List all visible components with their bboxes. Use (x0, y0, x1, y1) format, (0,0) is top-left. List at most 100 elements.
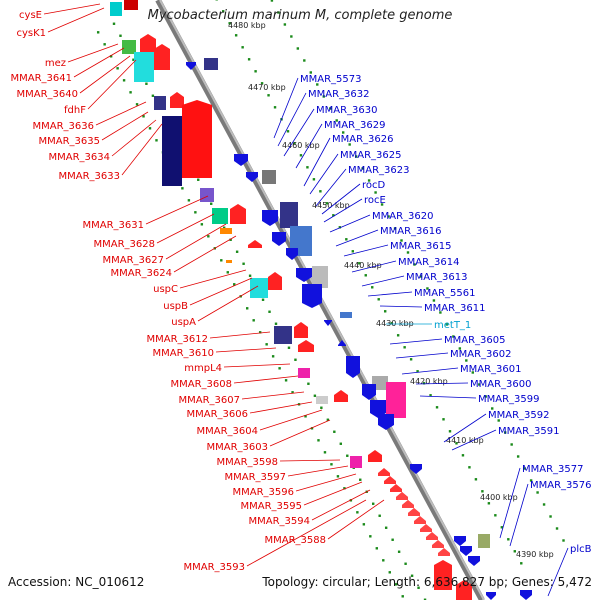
left-gene-label[interactable]: MMAR_3597 (225, 472, 287, 483)
track-tick (109, 55, 113, 58)
right-gene-label[interactable]: MMAR_3613 (406, 272, 468, 283)
gene-feature (154, 44, 170, 70)
left-label-leader (241, 391, 305, 400)
right-gene-label[interactable]: MMAR_3632 (308, 89, 370, 100)
right-gene-label[interactable]: MMAR_3629 (324, 120, 386, 131)
track-tick (323, 451, 327, 454)
left-gene-label[interactable]: MMAR_3607 (179, 395, 241, 406)
track-tick (248, 274, 252, 277)
gene-feature (248, 240, 262, 248)
gene-features (110, 0, 532, 600)
right-label-leader (415, 382, 469, 385)
left-gene-label[interactable]: MMAR_3628 (94, 239, 156, 250)
right-gene-label[interactable]: MMAR_3614 (398, 257, 460, 268)
left-gene-label[interactable]: MMAR_3598 (217, 457, 279, 468)
track-tick (455, 442, 458, 445)
track-tick (322, 95, 325, 98)
gene-feature (234, 154, 248, 166)
right-gene-label[interactable]: MMAR_3611 (424, 303, 486, 314)
right-gene-label[interactable]: MMAR_3591 (498, 426, 560, 437)
left-gene-label[interactable]: MMAR_3640 (17, 89, 79, 100)
track-tick (132, 58, 135, 61)
right-gene-label[interactable]: MMAR_3625 (340, 150, 402, 161)
left-gene-label[interactable]: MMAR_3588 (265, 535, 327, 546)
right-gene-label[interactable]: MMAR_3592 (488, 410, 550, 421)
track-tick (283, 23, 287, 26)
left-gene-label[interactable]: cysK1 (16, 28, 46, 39)
left-gene-label[interactable]: MMAR_3610 (153, 348, 215, 359)
left-gene-label[interactable]: MMAR_3636 (33, 121, 95, 132)
right-gene-label[interactable]: MMAR_5561 (414, 288, 476, 299)
track-tick (419, 275, 423, 278)
track-tick (494, 514, 497, 517)
gene-feature (230, 204, 246, 224)
left-gene-label[interactable]: MMAR_3612 (147, 334, 209, 345)
right-gene-label[interactable]: MMAR_3600 (470, 379, 532, 390)
left-gene-label[interactable]: MMAR_3627 (103, 255, 165, 266)
left-gene-label[interactable]: MMAR_3631 (83, 220, 145, 231)
left-gene-label[interactable]: cysE (19, 10, 42, 21)
track-tick (317, 439, 320, 442)
left-gene-label[interactable]: uspC (153, 284, 178, 295)
right-gene-label[interactable]: MMAR_3599 (478, 394, 540, 405)
left-gene-label[interactable]: MMAR_3624 (111, 268, 173, 279)
track-tick (478, 383, 481, 386)
track-tick (343, 487, 346, 490)
track-tick (112, 22, 116, 25)
left-gene-label[interactable]: MMAR_3604 (197, 426, 259, 437)
right-label-leader (295, 123, 323, 169)
right-gene-label[interactable]: MMAR_3601 (460, 364, 522, 375)
left-gene-label[interactable]: MMAR_3634 (49, 152, 111, 163)
left-gene-label[interactable]: MMAR_3596 (233, 487, 295, 498)
right-gene-label[interactable]: MMAR_3605 (444, 335, 506, 346)
track-tick (330, 463, 333, 466)
right-gene-label[interactable]: MMAR_3630 (316, 105, 378, 116)
right-gene-label[interactable]: rocE (364, 195, 386, 206)
track-tick (309, 71, 312, 74)
track-tick (364, 274, 367, 277)
right-label-leader (321, 183, 361, 215)
track-tick (241, 46, 244, 49)
right-gene-label[interactable]: MMAR_3623 (348, 165, 410, 176)
right-gene-label[interactable]: MMAR_3602 (450, 349, 512, 360)
right-gene-label[interactable]: MMAR_5573 (300, 74, 362, 85)
right-gene-label[interactable]: MMAR_3616 (380, 226, 442, 237)
left-gene-label[interactable]: mmpL4 (184, 363, 222, 374)
left-gene-label[interactable]: MMAR_3603 (207, 442, 269, 453)
track-tick (382, 559, 385, 562)
left-label-leader (145, 195, 209, 225)
left-gene-label[interactable]: MMAR_3633 (59, 171, 121, 182)
track-tick (529, 479, 533, 482)
left-gene-label[interactable]: uspA (171, 317, 196, 328)
track-tick (423, 598, 427, 600)
left-gene-label[interactable]: MMAR_3595 (241, 501, 303, 512)
left-gene-label[interactable]: mez (45, 58, 66, 69)
left-gene-label[interactable]: MMAR_3641 (11, 73, 73, 84)
left-gene-label[interactable]: MMAR_3606 (187, 409, 249, 420)
left-gene-label[interactable]: MMAR_3608 (171, 379, 233, 390)
left-gene-label[interactable]: fdhF (64, 105, 86, 116)
left-gene-label[interactable]: MMAR_3594 (249, 516, 311, 527)
left-gene-label[interactable]: MMAR_3593 (184, 562, 246, 573)
right-gene-label[interactable]: MMAR_3615 (390, 241, 452, 252)
track-tick (200, 223, 204, 226)
right-gene-label[interactable]: MMAR_3626 (332, 134, 394, 145)
right-gene-label[interactable]: MMAR_3620 (372, 211, 434, 222)
right-gene-label[interactable]: metT_1 (434, 320, 471, 331)
right-label-leader (509, 483, 529, 547)
left-gene-label[interactable]: MMAR_3635 (39, 136, 101, 147)
track-tick (409, 358, 413, 361)
left-label-leader (233, 375, 299, 384)
left-label-leader (121, 123, 163, 176)
right-gene-label[interactable]: rocD (362, 180, 386, 191)
left-label-leader (223, 363, 291, 368)
right-gene-label[interactable]: MMAR_3576 (530, 480, 592, 491)
right-gene-label[interactable]: MMAR_3577 (522, 464, 584, 475)
left-label-leader (101, 111, 149, 141)
track-tick (313, 394, 317, 397)
right-gene-label[interactable]: plcB (570, 544, 592, 555)
track-tick (155, 139, 158, 142)
left-gene-label[interactable]: uspB (163, 301, 188, 312)
track-tick (542, 503, 546, 506)
track-tick (354, 155, 358, 158)
